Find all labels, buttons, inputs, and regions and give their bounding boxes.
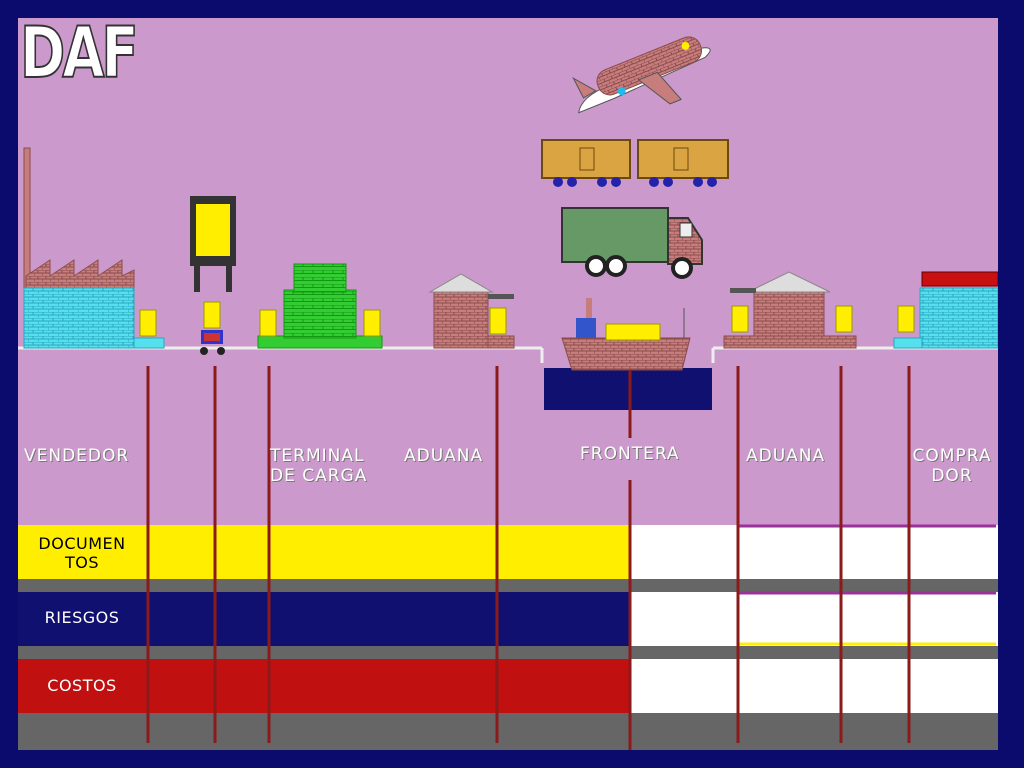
band-separator (18, 713, 998, 750)
band-label-documentos: DOCUMEN TOS (26, 534, 138, 572)
daf-diagram (18, 36, 998, 750)
stage-label-comprador-line2: DOR (931, 466, 973, 486)
stage-label-vendedor: VENDEDOR (24, 446, 130, 466)
band-label-riesgos: RIESGOS (44, 608, 120, 627)
costos-band (18, 659, 630, 713)
customs-house-icon (723, 271, 857, 349)
truck-icon (561, 207, 703, 279)
stage-label-comprador: COMPRA DOR (910, 446, 994, 486)
ship-icon (561, 298, 691, 371)
documentos-band (18, 525, 630, 579)
airplane-icon (572, 36, 711, 114)
stage-label-terminal-line1: TERMINAL (270, 446, 365, 466)
stage-label-aduana-left: ADUANA (404, 446, 484, 466)
stage-lines (146, 366, 911, 750)
band-label-costos: COSTOS (47, 676, 117, 695)
bands (18, 524, 998, 750)
forklift-icon (190, 196, 236, 355)
riesgos-band (18, 592, 630, 646)
band-label-documentos-line1: DOCUMEN (38, 534, 126, 553)
factory-icon (23, 147, 165, 349)
customs-house-icon (428, 273, 515, 349)
stage-label-frontera: FRONTERA (580, 444, 680, 464)
slide: DAF VENDEDOR TERMINAL DE CARGA ADUANA FR… (18, 18, 998, 750)
buyer-warehouse-icon (893, 271, 998, 349)
band-separator (18, 646, 998, 659)
stage-label-terminal-line2: DE CARGA (270, 466, 368, 486)
band-label-documentos-line2: TOS (64, 553, 100, 572)
stage-label-comprador-line1: COMPRA (912, 446, 992, 466)
railcar-icon (541, 139, 729, 187)
band-separator (18, 579, 998, 592)
ground-line (18, 346, 998, 363)
warehouse-icon (257, 263, 383, 349)
stage-label-aduana-right: ADUANA (746, 446, 826, 466)
water (544, 368, 712, 410)
page-title: DAF (19, 18, 139, 95)
stage-label-terminal: TERMINAL DE CARGA (270, 446, 367, 486)
